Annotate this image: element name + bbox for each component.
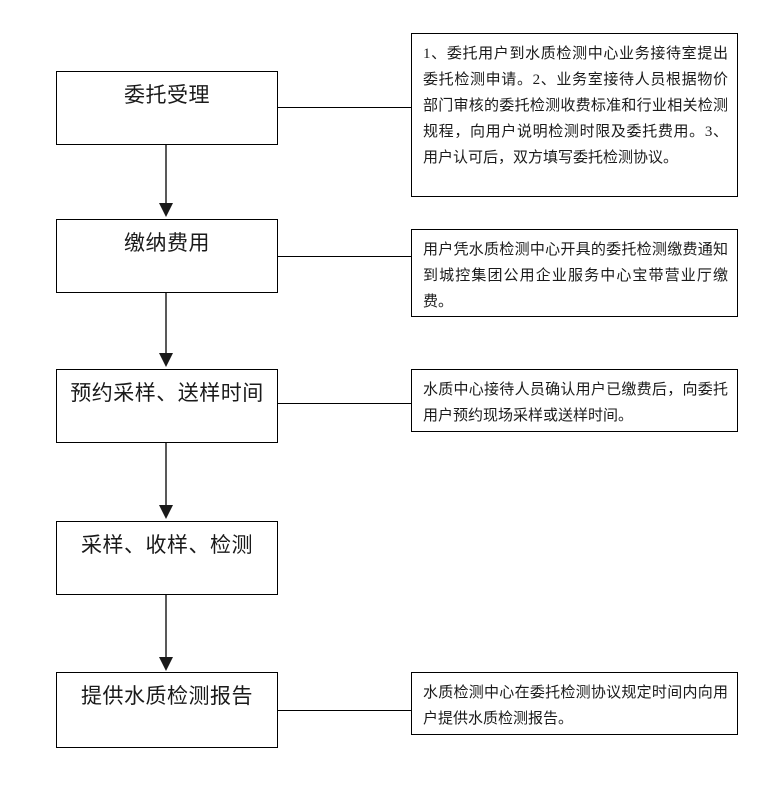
note-box-deliver-report: 水质检测中心在委托检测协议规定时间内向用户提供水质检测报告。 bbox=[411, 672, 738, 735]
process-node-pay-fee[interactable]: 缴纳费用 bbox=[56, 219, 278, 293]
process-node-label: 预约采样、送样时间 bbox=[70, 382, 264, 405]
note-text: 用户凭水质检测中心开具的委托检测缴费通知到城控集团公用企业服务中心宝带营业厅缴费… bbox=[423, 242, 728, 310]
process-node-schedule-sampling[interactable]: 预约采样、送样时间 bbox=[56, 369, 278, 443]
note-box-pay-fee: 用户凭水质检测中心开具的委托检测缴费通知到城控集团公用企业服务中心宝带营业厅缴费… bbox=[411, 229, 738, 317]
process-node-label: 采样、收样、检测 bbox=[81, 534, 253, 557]
connector-node1-to-note1 bbox=[278, 107, 411, 108]
note-text: 1、委托用户到水质检测中心业务接待室提出委托检测申请。2、业务室接待人员根据物价… bbox=[423, 46, 728, 166]
connector-node5-to-note4 bbox=[278, 710, 411, 711]
connector-node3-to-note3 bbox=[278, 403, 411, 404]
note-text: 水质中心接待人员确认用户已缴费后，向委托用户预约现场采样或送样时间。 bbox=[423, 382, 728, 424]
note-text: 水质检测中心在委托检测协议规定时间内向用户提供水质检测报告。 bbox=[423, 685, 728, 727]
process-node-sampling-testing[interactable]: 采样、收样、检测 bbox=[56, 521, 278, 595]
arrow-node3-to-node4 bbox=[154, 443, 178, 521]
arrow-node4-to-node5 bbox=[154, 595, 178, 673]
process-node-label: 提供水质检测报告 bbox=[81, 685, 253, 708]
connector-node2-to-note2 bbox=[278, 256, 411, 257]
note-box-schedule-sampling: 水质中心接待人员确认用户已缴费后，向委托用户预约现场采样或送样时间。 bbox=[411, 369, 738, 432]
process-node-label: 委托受理 bbox=[124, 84, 210, 107]
process-node-label: 缴纳费用 bbox=[124, 232, 210, 255]
arrow-node2-to-node3 bbox=[154, 293, 178, 369]
arrow-node1-to-node2 bbox=[154, 145, 178, 219]
process-node-deliver-report[interactable]: 提供水质检测报告 bbox=[56, 672, 278, 748]
note-box-entrust-acceptance: 1、委托用户到水质检测中心业务接待室提出委托检测申请。2、业务室接待人员根据物价… bbox=[411, 33, 738, 197]
process-node-entrust-acceptance[interactable]: 委托受理 bbox=[56, 71, 278, 145]
